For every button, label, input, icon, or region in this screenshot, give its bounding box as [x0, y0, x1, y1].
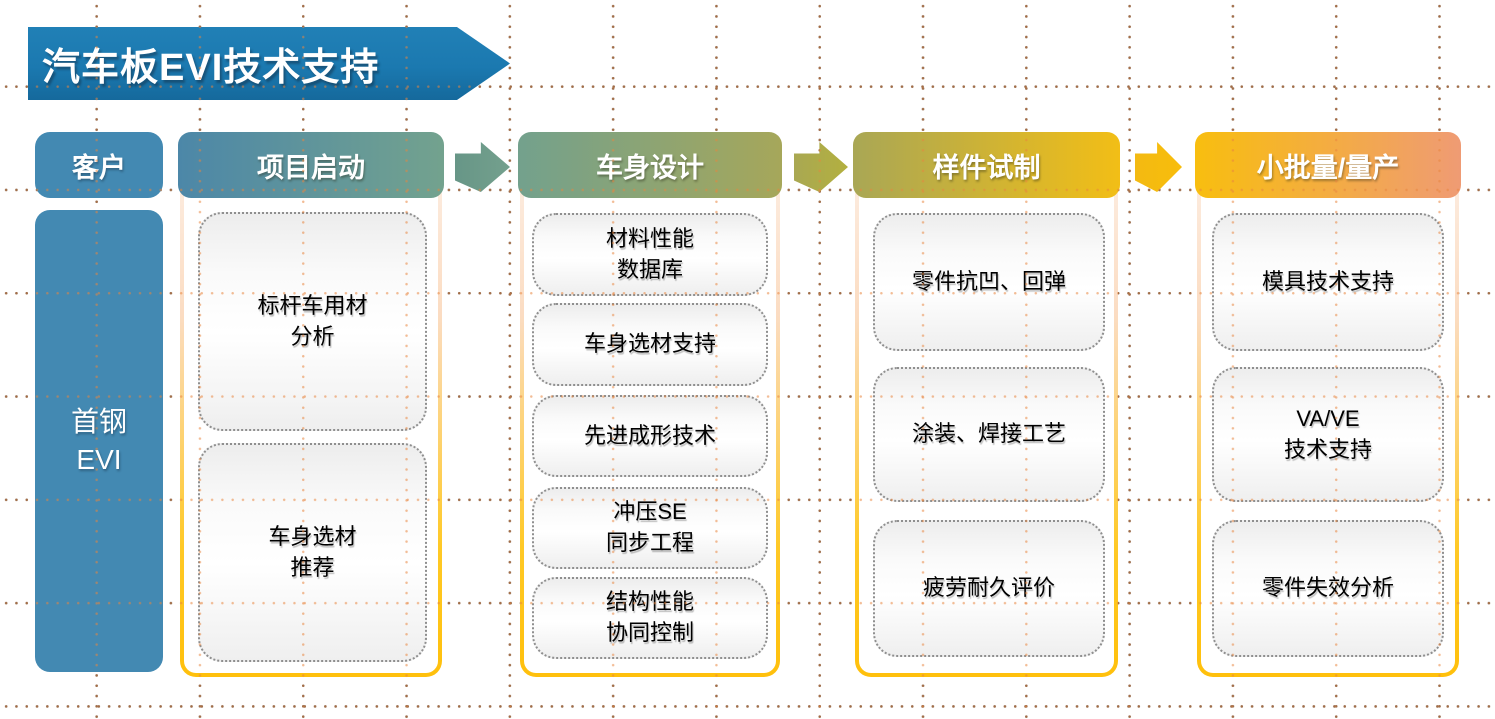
- page-title: 汽车板EVI技术支持: [42, 47, 380, 89]
- stage-item-label: 模具技术支持: [1261, 268, 1394, 294]
- stage-column-2: 样件试制零件抗凹、回弹涂装、焊接工艺疲劳耐久评价: [853, 0, 1120, 719]
- stage-item: 涂装、焊接工艺: [873, 367, 1105, 502]
- customer-header: 客户: [35, 132, 163, 198]
- stage-column-0: 项目启动标杆车用材 分析车身选材 推荐: [178, 0, 444, 719]
- stage-header: 车身设计: [518, 132, 782, 198]
- stage-item: 疲劳耐久评价: [873, 520, 1105, 657]
- stage-item-label: 零件抗凹、回弹: [911, 268, 1066, 294]
- stage-column-3: 小批量/量产模具技术支持 VA/VE 技术支持零件失效分析: [1195, 0, 1461, 719]
- stage-item: 结构性能 协同控制: [532, 577, 768, 659]
- stage-header-label: 小批量/量产: [1256, 152, 1400, 183]
- customer-header-label: 客户: [72, 152, 126, 183]
- stage-header: 项目启动: [178, 132, 444, 198]
- stage-item-label: 疲劳耐久评价: [922, 575, 1055, 601]
- stage-item-label: 先进成形技术: [583, 422, 716, 448]
- stage-item-label: 涂装、焊接工艺: [911, 421, 1066, 447]
- title-banner: 汽车板EVI技术支持: [28, 27, 510, 100]
- stage-item: 冲压SE 同步工程: [532, 487, 768, 569]
- stage-column-1: 车身设计材料性能 数据库车身选材支持先进成形技术冲压SE 同步工程结构性能 协同…: [518, 0, 782, 719]
- stage-item: 零件失效分析: [1212, 520, 1444, 657]
- stage-item: 模具技术支持: [1212, 213, 1444, 351]
- stage-item: 标杆车用材 分析: [198, 212, 427, 431]
- stage-item: 先进成形技术: [532, 395, 768, 477]
- stage-header-label: 项目启动: [257, 152, 365, 183]
- stage-item-label: 零件失效分析: [1261, 575, 1394, 601]
- stage-item-label: 标杆车用材 分析: [257, 292, 368, 349]
- customer-body-box: 首钢 EVI: [35, 210, 163, 672]
- stage-item-label: 材料性能 数据库: [605, 225, 694, 282]
- right-arrow-icon: [1135, 142, 1182, 192]
- right-arrow-icon: [455, 142, 510, 192]
- stage-item: 材料性能 数据库: [532, 213, 768, 296]
- stage-header-label: 样件试制: [932, 152, 1041, 183]
- stage-item: 车身选材支持: [532, 303, 768, 386]
- stage-item-label: 结构性能 协同控制: [605, 589, 694, 645]
- stage-item-label: 冲压SE 同步工程: [605, 499, 694, 555]
- stage-item: 车身选材 推荐: [198, 443, 427, 662]
- stage-item-label: 车身选材支持: [583, 331, 716, 357]
- stage-item-label: VA/VE 技术支持: [1283, 405, 1372, 462]
- stage-item-label: 车身选材 推荐: [268, 523, 357, 580]
- stage-header: 小批量/量产: [1195, 132, 1461, 198]
- customer-body-label: 首钢 EVI: [70, 406, 127, 475]
- stage-item: VA/VE 技术支持: [1212, 367, 1444, 502]
- stage-header-label: 车身设计: [596, 152, 704, 183]
- right-arrow-icon: [794, 142, 848, 192]
- stage-item: 零件抗凹、回弹: [873, 213, 1105, 351]
- stage-header: 样件试制: [853, 132, 1120, 198]
